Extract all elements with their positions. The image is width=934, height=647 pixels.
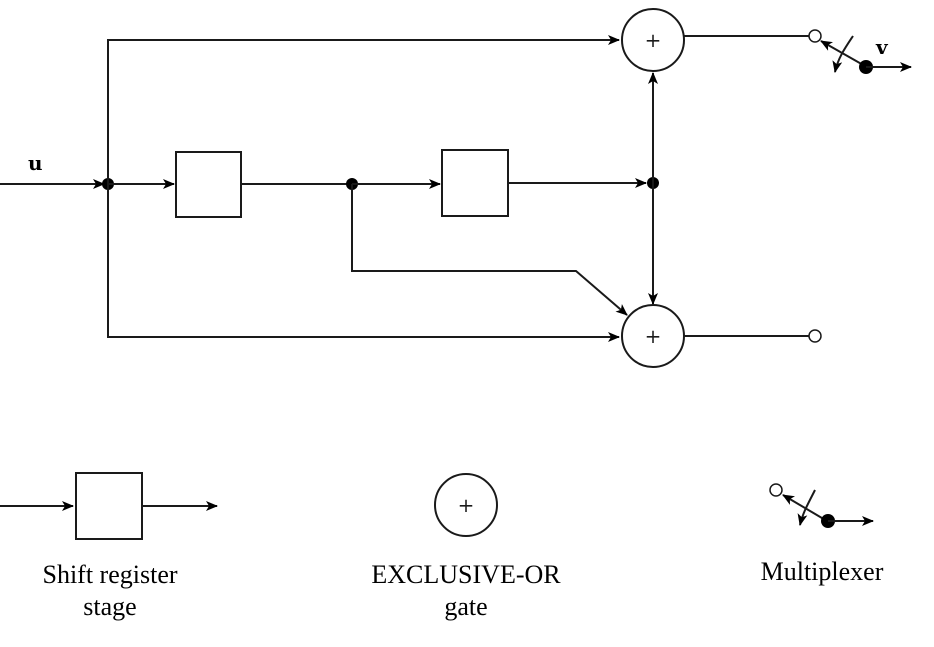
legend-multiplexer-arm — [782, 494, 828, 522]
wire-register-1-to-bottom-xor — [351, 184, 628, 316]
xor-gate-top: + — [621, 8, 685, 72]
legend-multiplexer-rotation-arrow — [797, 489, 816, 526]
multiplexer-input-port-top — [808, 29, 822, 43]
legend-shift-register: Shift register stage — [0, 472, 218, 621]
multiplexer-rotation-arrow — [832, 35, 854, 73]
legend-multiplexer-label: Multiplexer — [761, 557, 884, 586]
legend-multiplexer: Multiplexer — [761, 483, 884, 586]
output-multiplexer — [820, 35, 912, 74]
legend-xor-symbol — [434, 473, 498, 537]
legend-xor-label-line1: EXCLUSIVE-OR — [371, 560, 561, 589]
xor-top-plus-symbol: + — [645, 28, 662, 52]
xor-gate-bottom: + — [621, 304, 685, 368]
legend-multiplexer-port — [769, 483, 783, 497]
legend-xor-gate: + EXCLUSIVE-OR gate — [371, 473, 561, 621]
legend: Shift register stage + EXCLUSIVE-OR gate… — [0, 472, 884, 621]
legend-shift-register-label-line2: stage — [83, 592, 136, 621]
legend-xor-label-line2: gate — [444, 592, 487, 621]
shift-register-stage-1 — [175, 151, 242, 218]
wire-input-to-bottom-xor — [107, 184, 620, 342]
input-label-u: u — [28, 151, 43, 175]
legend-shift-register-box — [75, 472, 143, 540]
encoder-circuit: u + + — [0, 8, 912, 368]
output-label-v: v — [875, 35, 889, 59]
legend-shift-register-label-line1: Shift register — [42, 560, 177, 589]
legend-xor-plus-symbol: + — [458, 493, 475, 517]
shift-register-stage-2 — [441, 149, 509, 217]
multiplexer-input-port-bottom — [808, 329, 822, 343]
xor-bottom-plus-symbol: + — [645, 324, 662, 348]
wire-input-to-top-xor — [107, 35, 620, 184]
